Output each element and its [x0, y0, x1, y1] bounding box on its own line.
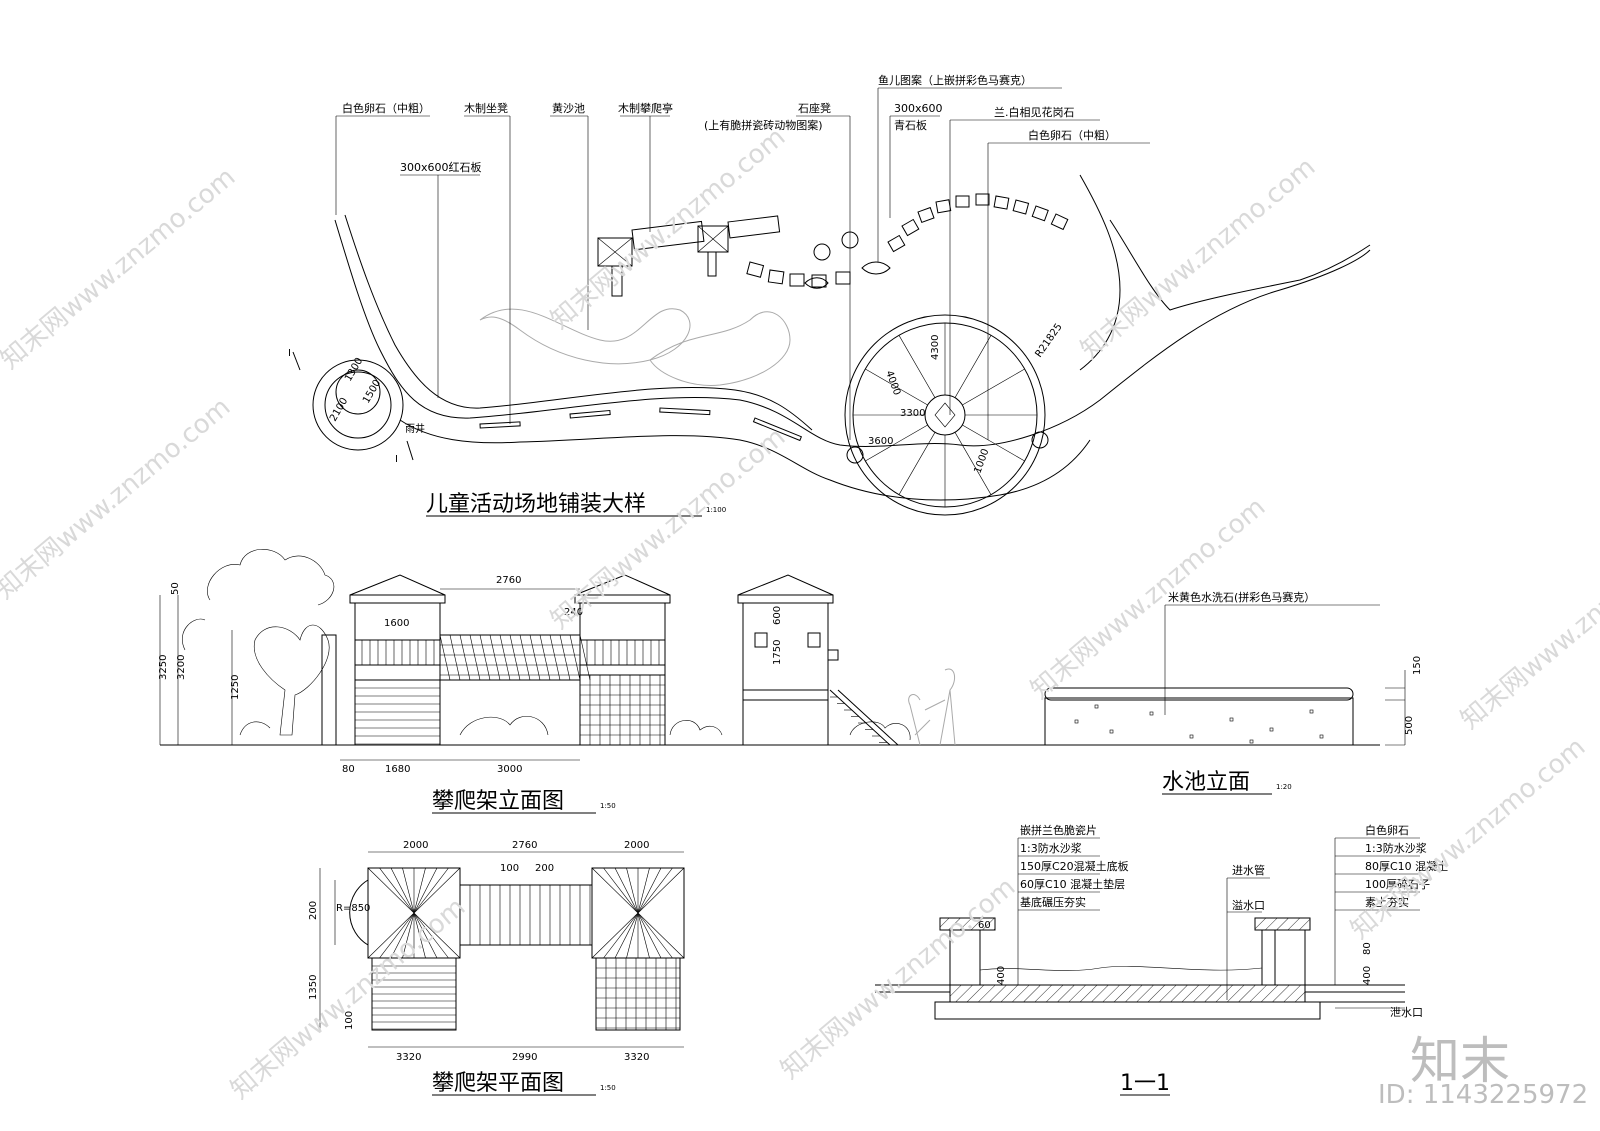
- callout-pebble-right: 白色卵石（中粗）: [1028, 128, 1116, 142]
- plan-scale: 1:100: [706, 506, 726, 514]
- callout-stone-seat: 石座凳: [798, 101, 831, 115]
- callout-granite: 兰.白相见花岗石: [994, 105, 1075, 119]
- dim-r21825: R21825: [1033, 322, 1064, 360]
- climbing-pavilion-plan: [597, 215, 781, 297]
- dim-50: 50: [170, 582, 181, 595]
- section-mark-left: I: [288, 348, 291, 359]
- watermark-text: 知末网www.znzmo.com: [775, 872, 1021, 1085]
- callout-red-stone: 300x600红石板: [400, 160, 482, 174]
- sec-dim-400a: 400: [996, 966, 1007, 985]
- stepping-stones: [746, 193, 1069, 289]
- brand-id: ID: 1143225972: [1378, 1080, 1588, 1110]
- sec-dim-80: 80: [1362, 942, 1373, 955]
- left-layer-label: 基底碾压夯实: [1020, 895, 1086, 909]
- dim-1750: 1750: [772, 640, 783, 665]
- plan-dim-r850: R=850: [336, 903, 370, 914]
- plan-dim-200: 200: [535, 863, 554, 874]
- dim-3300: 3300: [900, 408, 925, 419]
- plan-dim-v100: 100: [344, 1011, 355, 1030]
- plan-leaders: [335, 87, 1150, 440]
- right-layer-label: 80厚C10 混凝土: [1365, 859, 1448, 873]
- section-title: 1一1: [1120, 1071, 1170, 1096]
- pool-elev-title: 水池立面: [1162, 770, 1250, 795]
- sec-dim-400b: 400: [1362, 966, 1373, 985]
- watermark-text: 知末网www.znzmo.com: [545, 122, 791, 335]
- plan-title: 儿童活动场地铺装大样: [426, 492, 646, 517]
- plan-dim-2990: 2990: [512, 1052, 537, 1063]
- dim-80: 80: [342, 764, 355, 775]
- dim-1000: 1000: [972, 447, 991, 475]
- climbing-frame-elevation: 3250 3200 1250 50 2760 1600 1680 3000 80…: [158, 549, 1000, 814]
- inlet-label: 进水管: [1232, 863, 1265, 877]
- dim-1300: 1300: [343, 356, 365, 384]
- watermark-text: 知末网www.znzmo.com: [1345, 732, 1591, 945]
- right-layer-label: 100厚碎石子: [1365, 877, 1430, 891]
- well-label: 雨井: [405, 422, 425, 435]
- dim-1680: 1680: [385, 764, 410, 775]
- drain-label: 泄水口: [1390, 1006, 1423, 1019]
- pool-elevation: 米黄色水洗石(拼彩色马赛克） 150 500 水池立面 1:20: [1000, 590, 1423, 795]
- left-layer-label: 1:3防水沙浆: [1020, 841, 1082, 855]
- watermark-text: 知末网www.znzmo.com: [1455, 522, 1600, 735]
- plan-dim-1350: 1350: [308, 975, 319, 1000]
- dim-2100: 2100: [328, 396, 350, 424]
- left-layer-label: 150厚C20混凝土底板: [1020, 859, 1129, 873]
- callout-sand-pit: 黄沙池: [552, 101, 585, 115]
- bench-slabs: [479, 407, 803, 442]
- plan-dim-3320a: 3320: [396, 1052, 421, 1063]
- callout-stone-seat-note: (上有脆拼瓷砖动物图案): [704, 118, 823, 132]
- callout-wood-bench: 木制坐凳: [464, 101, 508, 115]
- dim-3200: 3200: [176, 655, 187, 680]
- callout-blue-stone: 300x600: [894, 102, 943, 115]
- climbing-frame-plan: 2000 2760 2000 100 200 R=850 200 1350 10…: [308, 840, 685, 1096]
- right-layer-label: 1:3防水沙浆: [1365, 841, 1427, 855]
- callout-pebble-left: 白色卵石（中粗）: [342, 101, 430, 115]
- right-layer-label: 白色卵石: [1365, 823, 1409, 837]
- dim-3250: 3250: [158, 655, 169, 680]
- dim-600: 600: [772, 606, 783, 625]
- pool-elev-scale: 1:20: [1276, 783, 1292, 791]
- plan-dim-2000a: 2000: [403, 840, 428, 851]
- dim-1250: 1250: [230, 675, 241, 700]
- overflow-label: 溢水口: [1232, 898, 1265, 912]
- watermark-text: 知末网www.znzmo.com: [1075, 152, 1321, 365]
- plan-dim-2000b: 2000: [624, 840, 649, 851]
- pool-dim-150: 150: [1412, 656, 1423, 675]
- watermark-text: 知末网www.znzmo.com: [0, 392, 236, 605]
- climb-elev-title: 攀爬架立面图: [432, 789, 564, 814]
- playground-paving-plan: I I 1300 1500 2100 雨井: [288, 73, 1371, 517]
- wheel-paving: 4300 4000 3300 3600 1000 R21825: [844, 314, 1065, 516]
- pool-dim-500: 500: [1404, 716, 1415, 735]
- plan-dim-2760: 2760: [512, 840, 537, 851]
- climb-elev-scale: 1:50: [600, 802, 616, 810]
- section-mark-right: I: [395, 454, 398, 465]
- plan-dim-v200: 200: [308, 901, 319, 920]
- brand-logo: 知末: [1410, 1032, 1510, 1090]
- dim-240: 240: [564, 607, 583, 618]
- watermark-text: 知末网www.znzmo.com: [0, 162, 241, 375]
- climb-plan-title: 攀爬架平面图: [432, 1071, 564, 1096]
- callout-blue-stone-2: 青石板: [894, 118, 927, 132]
- callout-climb-pavilion: 木制攀爬亭: [618, 101, 673, 115]
- left-layer-label: 60厚C10 混凝土垫层: [1020, 877, 1125, 891]
- dim-1600: 1600: [384, 618, 409, 629]
- right-layer-label: 素土夯实: [1365, 895, 1409, 909]
- dim-3600: 3600: [868, 436, 893, 447]
- left-layer-label: 嵌拼兰色脆瓷片: [1020, 823, 1097, 837]
- sec-dim-60: 60: [978, 920, 991, 931]
- pool-callout: 米黄色水洗石(拼彩色马赛克）: [1168, 590, 1315, 604]
- callout-fish-pattern: 鱼儿图案（上嵌拼彩色马赛克）: [878, 73, 1032, 87]
- dim-4000: 4000: [883, 369, 902, 397]
- plan-dim-3320b: 3320: [624, 1052, 649, 1063]
- dim-2760: 2760: [496, 575, 521, 586]
- pool-section: 嵌拼兰色脆瓷片 1:3防水沙浆 150厚C20混凝土底板 60厚C10 混凝土垫层基底…: [875, 823, 1448, 1096]
- climb-plan-scale: 1:50: [600, 1084, 616, 1092]
- dim-3000: 3000: [497, 764, 522, 775]
- plan-dim-100: 100: [500, 863, 519, 874]
- dim-4300: 4300: [930, 335, 941, 360]
